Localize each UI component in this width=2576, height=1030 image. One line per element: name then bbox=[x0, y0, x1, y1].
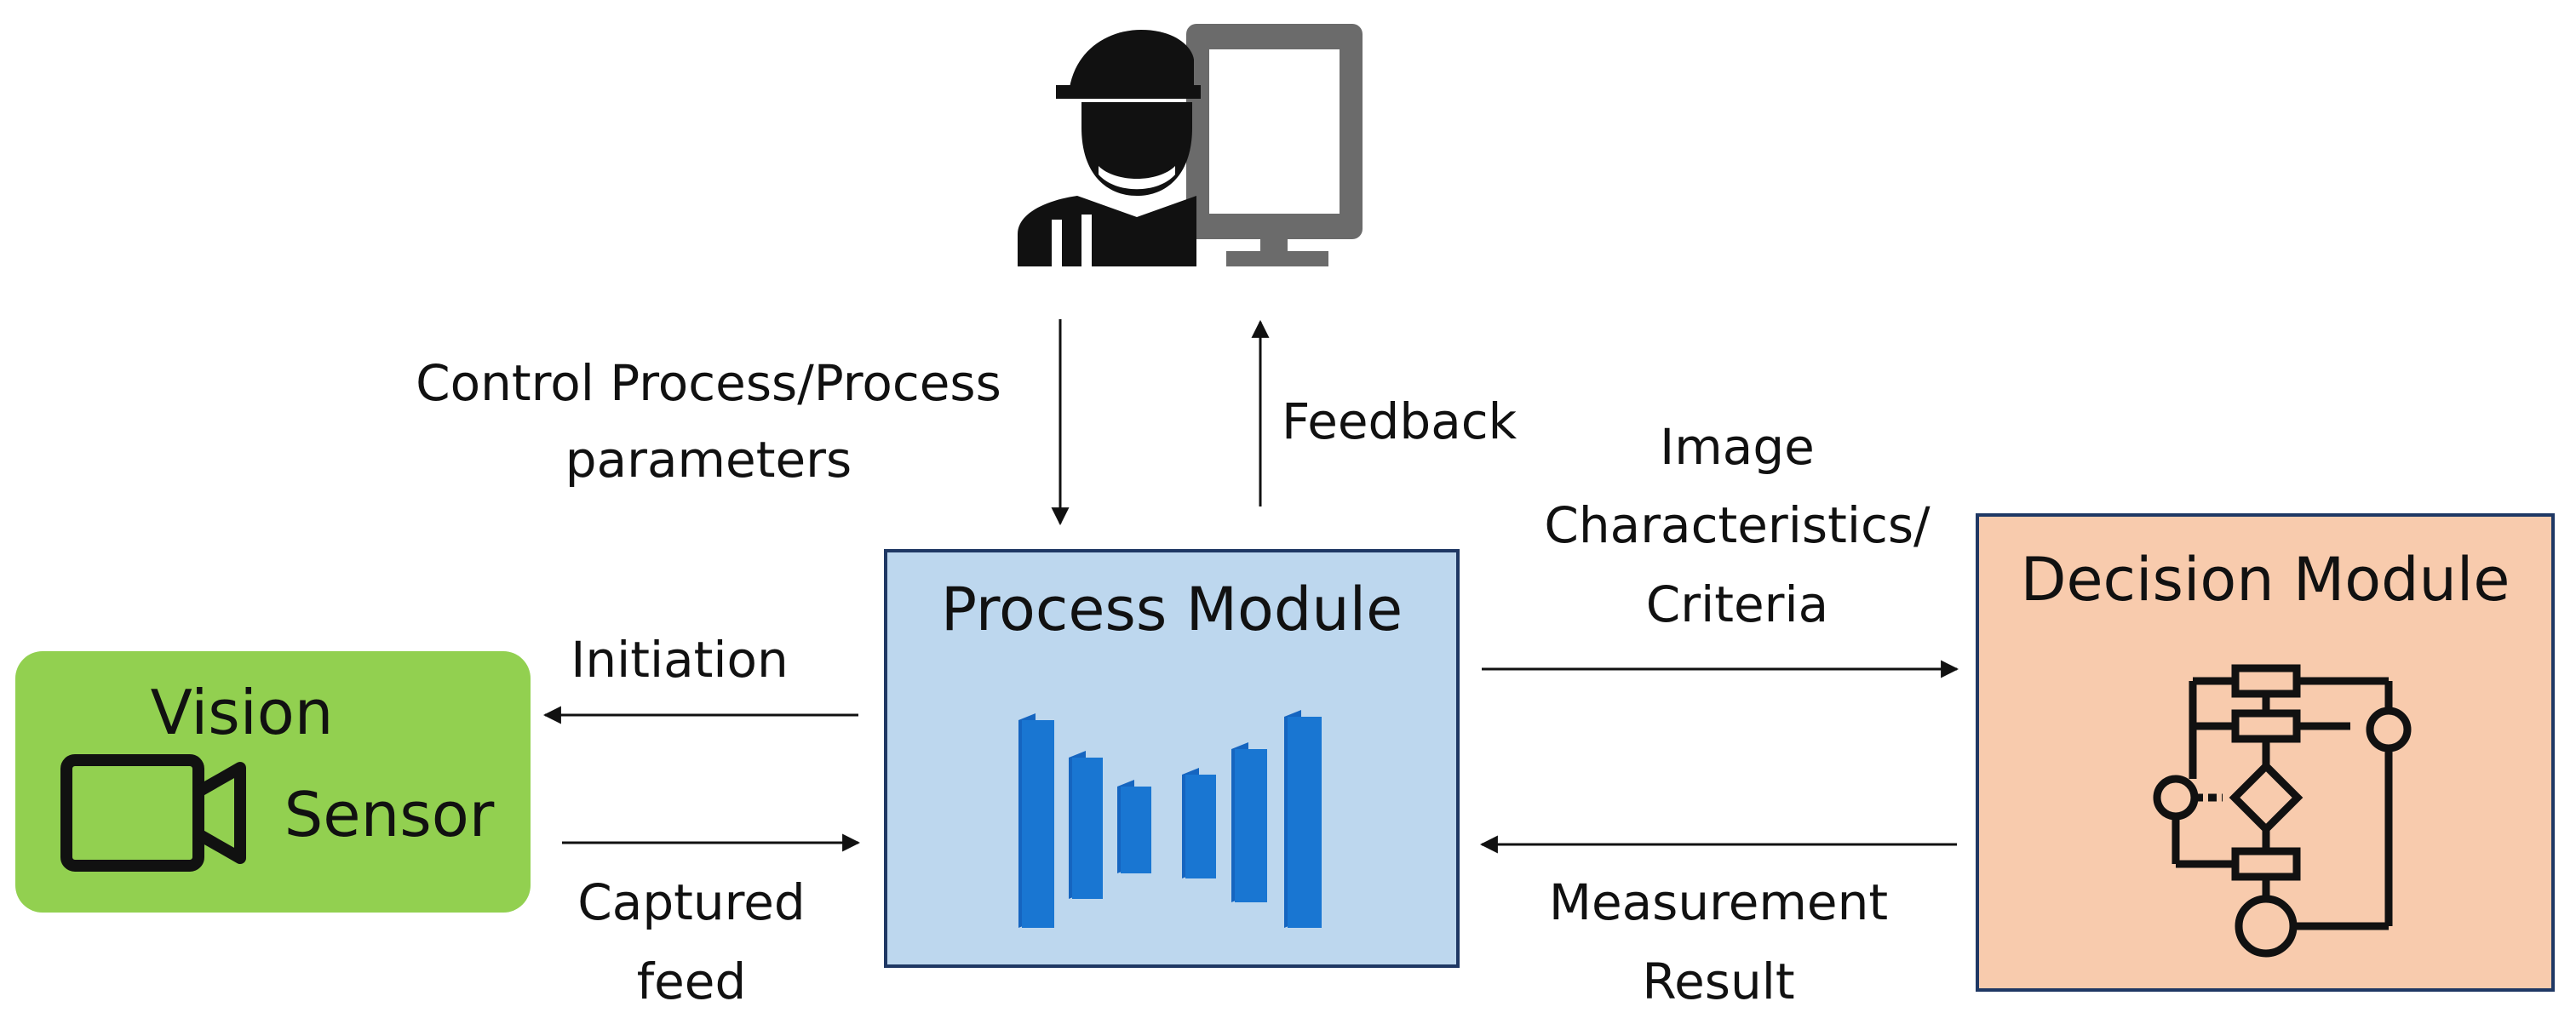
decision-module-title: Decision Module bbox=[2021, 545, 2510, 615]
process-module-title: Process Module bbox=[941, 575, 1403, 644]
vision-sensor: Vision Sensor bbox=[15, 651, 531, 913]
flowchart-icon bbox=[2153, 664, 2412, 958]
vision-sensor-box bbox=[15, 651, 531, 913]
process-module: Process Module bbox=[884, 549, 1460, 968]
image-label-line3: Criteria bbox=[1646, 575, 1828, 633]
image-label-line2: Characteristics/ bbox=[1544, 496, 1931, 554]
captured-label-line2: feed bbox=[637, 953, 747, 1010]
control-label-line2: parameters bbox=[565, 431, 852, 489]
operator-at-monitor-icon bbox=[1018, 24, 1363, 266]
process-module-box bbox=[884, 549, 1460, 968]
vision-sensor-title-line2: Sensor bbox=[284, 779, 495, 850]
measurement-label-line2: Result bbox=[1642, 953, 1794, 1010]
vision-sensor-title-line1: Vision bbox=[151, 677, 334, 748]
image-label-line1: Image bbox=[1660, 418, 1815, 476]
captured-label-line1: Captured bbox=[577, 873, 805, 931]
feedback-label: Feedback bbox=[1282, 392, 1517, 450]
control-label-line1: Control Process/Process bbox=[416, 354, 1001, 412]
initiation-label: Initiation bbox=[571, 631, 788, 689]
measurement-label-line1: Measurement bbox=[1549, 873, 1888, 931]
encoder-decoder-network-icon bbox=[1018, 710, 1322, 928]
decision-module: Decision Module bbox=[1976, 513, 2555, 992]
video-camera-icon bbox=[60, 754, 246, 872]
